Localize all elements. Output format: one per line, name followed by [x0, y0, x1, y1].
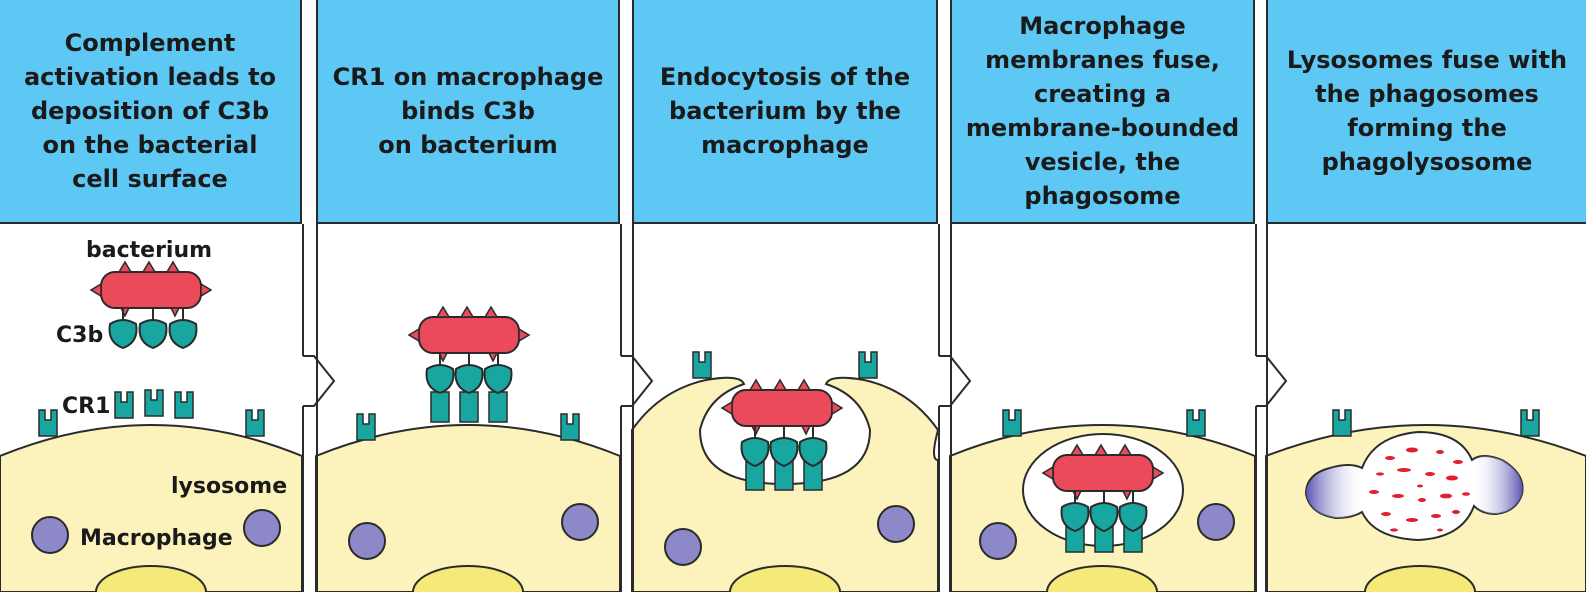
macrophage-cell [949, 424, 1256, 592]
nucleus [1046, 565, 1158, 592]
bacterium-shape [1042, 444, 1164, 500]
cr1-receptor [1186, 409, 1206, 437]
panel-5-scene [1265, 409, 1586, 592]
cr1-bound-stem [774, 459, 794, 491]
cr1-bound-stem [745, 459, 765, 491]
label-c3b: C3b [56, 323, 103, 348]
step-arrow [304, 224, 318, 356]
macrophage-cell [1265, 424, 1586, 592]
bacterium-shape [90, 261, 212, 317]
panel-5-title: Lysosomes fuse with the phagosomes formi… [1286, 46, 1568, 176]
panel-4-header: Macrophage membranes fuse, creating a me… [950, 0, 1255, 224]
c3b-molecule [1089, 490, 1119, 532]
c3b-molecule [425, 352, 455, 394]
panel-1-scene: bacterium C3b CR1 lysosome Macrophage [0, 238, 303, 592]
panel-3-title: Endocytosis of the bacterium by the macr… [659, 63, 911, 159]
c3b-molecule [1118, 490, 1148, 532]
cr1-receptor [858, 351, 878, 379]
panel-3-scene [631, 351, 940, 592]
cr1-bound-stem [803, 459, 823, 491]
lysosome-fusing-left [1306, 466, 1366, 518]
panel-1-title: Complement activation leads to depositio… [23, 29, 277, 193]
macrophage-cell [315, 424, 621, 592]
cr1-bound-stem [1123, 521, 1143, 553]
cr1-bound-stem [1094, 521, 1114, 553]
panel-2-header: CR1 on macrophage binds C3b on bacterium [316, 0, 620, 224]
panel-borders [302, 224, 1268, 592]
degradation-fragments [1369, 447, 1470, 532]
nucleus [729, 565, 841, 592]
nucleus [412, 565, 524, 592]
lysosome-fusing-right [1471, 456, 1523, 514]
c3b-molecule [138, 307, 168, 349]
cr1-receptor [38, 409, 58, 437]
lysosome [243, 509, 281, 547]
phagosome [1022, 433, 1184, 547]
label-macrophage: Macrophage [80, 526, 233, 551]
panel-2-scene [315, 306, 621, 592]
cr1-bound-stem [488, 391, 508, 423]
c3b-molecule [108, 307, 138, 349]
c3b-molecule [740, 425, 770, 467]
bacterium-shape [721, 379, 843, 435]
cr1-receptor [356, 413, 376, 441]
step-arrow [939, 355, 972, 407]
lysosome [31, 516, 69, 554]
label-bacterium: bacterium [86, 238, 212, 263]
cr1-receptor [1520, 409, 1540, 437]
cr1-receptor [174, 391, 194, 419]
cr1-receptor [560, 413, 580, 441]
c3b-molecule [798, 425, 828, 467]
label-lysosome: lysosome [171, 474, 287, 499]
cr1-receptor [114, 391, 134, 419]
c3b-molecule [769, 425, 799, 467]
c3b-molecule [483, 352, 513, 394]
c3b-molecule [168, 307, 198, 349]
nucleus [1364, 565, 1476, 592]
phagolysosome [1304, 430, 1524, 542]
panel-4-title: Macrophage membranes fuse, creating a me… [965, 12, 1240, 210]
lysosome [561, 503, 599, 541]
nucleus [95, 565, 207, 592]
lysosome [348, 522, 386, 560]
cr1-bound-stem [459, 391, 479, 423]
panel-1-header: Complement activation leads to depositio… [0, 0, 302, 224]
step-arrow [621, 355, 654, 407]
lysosome [664, 528, 702, 566]
panel-4-scene [949, 409, 1256, 592]
c3b-molecule [1060, 490, 1090, 532]
cr1-receptor [692, 351, 712, 379]
macrophage-cell [631, 376, 940, 592]
step-arrow [303, 355, 336, 407]
step-arrows [303, 224, 1288, 407]
cr1-receptor [1332, 409, 1352, 437]
cr1-bound-stem [430, 391, 450, 423]
lysosome [979, 522, 1017, 560]
cr1-receptor [144, 389, 164, 417]
c3b-molecule [454, 352, 484, 394]
bacterium-shape [408, 306, 530, 362]
panel-5-header: Lysosomes fuse with the phagosomes formi… [1266, 0, 1586, 224]
cr1-bound-stem [1065, 521, 1085, 553]
lysosome [877, 505, 915, 543]
panel-3-header: Endocytosis of the bacterium by the macr… [632, 0, 938, 224]
cr1-receptor [245, 409, 265, 437]
step-arrow [1256, 355, 1288, 407]
lysosome [1197, 503, 1235, 541]
cr1-receptor [1002, 409, 1022, 437]
label-cr1: CR1 [62, 394, 110, 419]
panel-2-title: CR1 on macrophage binds C3b on bacterium [332, 63, 604, 159]
macrophage-cell [0, 424, 303, 592]
